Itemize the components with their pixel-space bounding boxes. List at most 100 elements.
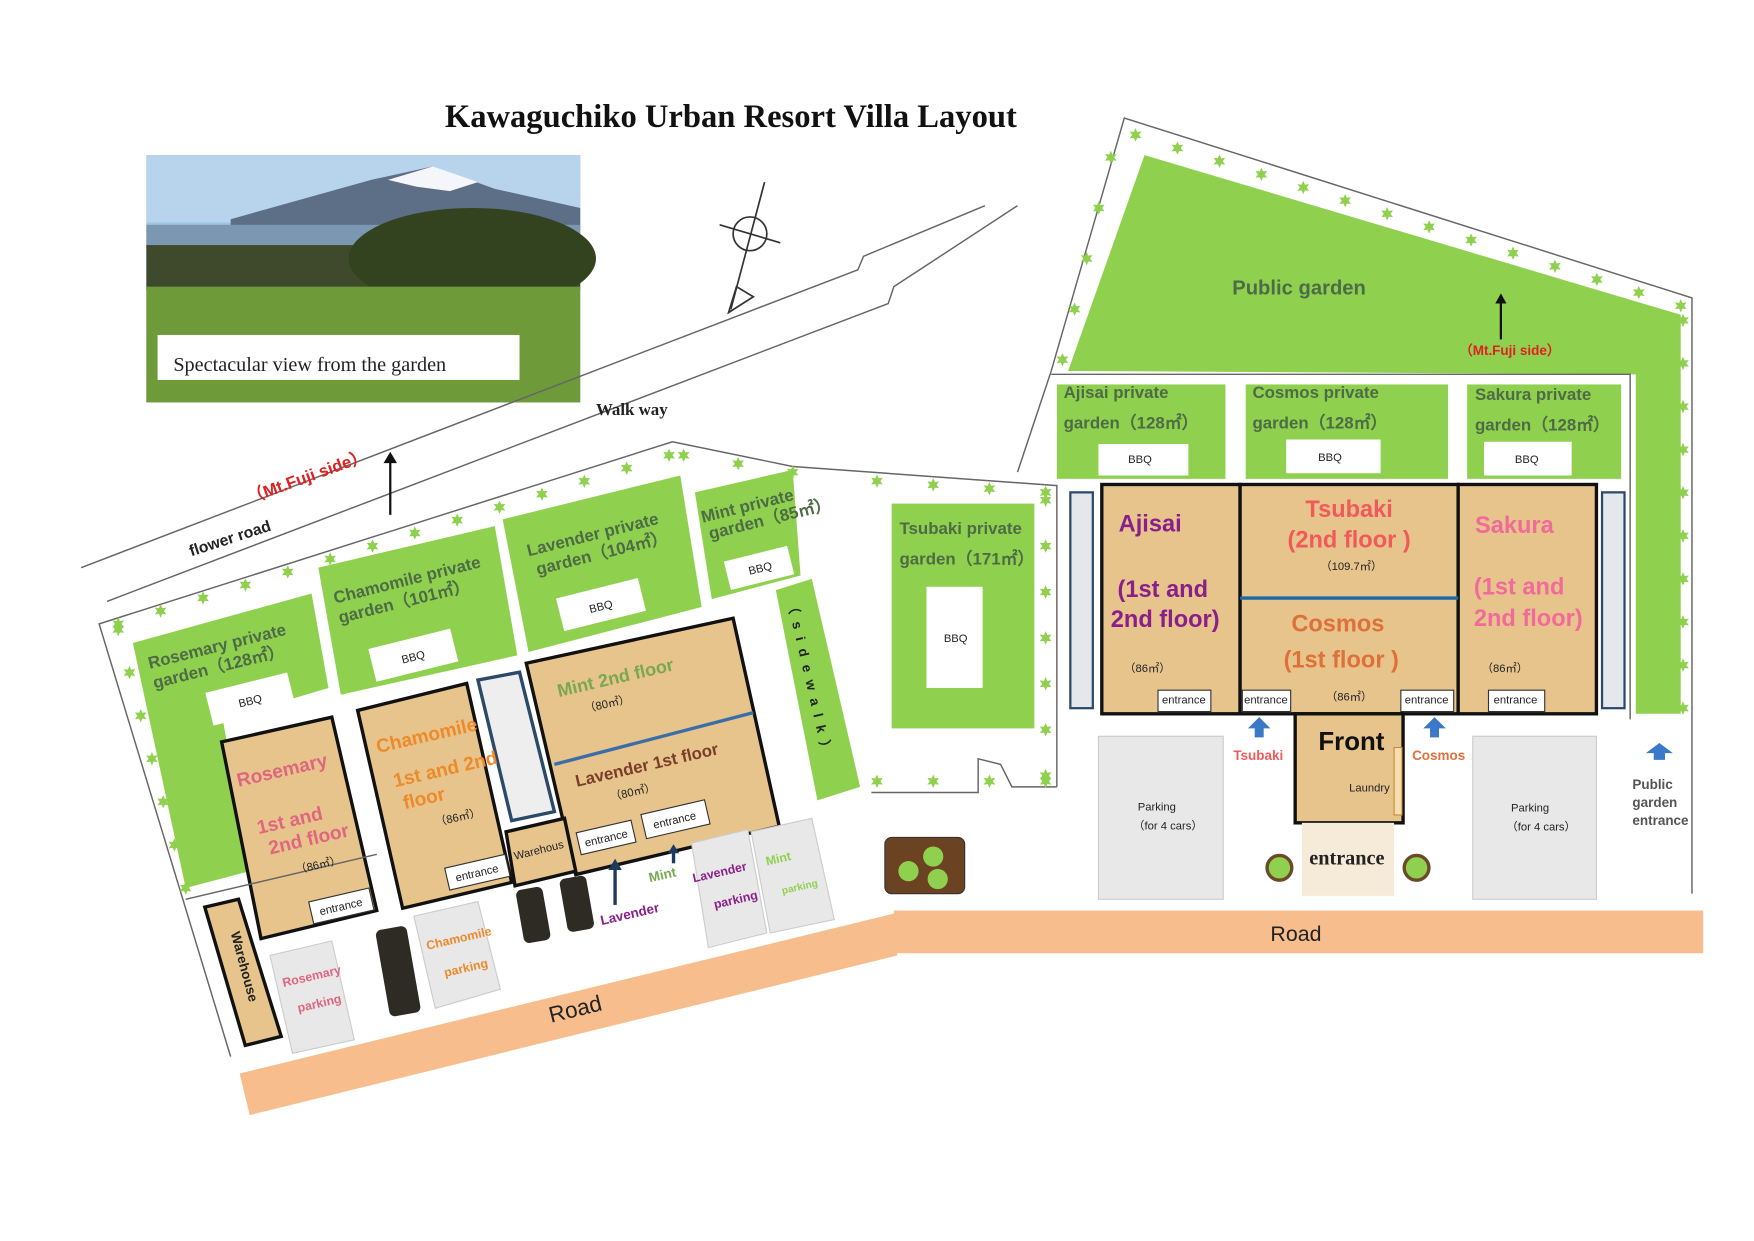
mint-arrow-label: Mint [647, 864, 678, 885]
planter [516, 886, 551, 944]
svg-text:Parking: Parking [1138, 801, 1176, 813]
bbq-area: BBQ [556, 578, 646, 632]
mt-fuji-side-label: （Mt.Fuji side） [244, 445, 370, 507]
svg-text:Sakura: Sakura [1475, 513, 1555, 539]
shrub-icon [983, 774, 996, 788]
tsubaki-entrance: entrance [1241, 689, 1292, 713]
shrub-icon [983, 481, 996, 496]
svg-text:Tsubaki private: Tsubaki private [899, 519, 1021, 538]
planter [559, 875, 594, 932]
compass-icon [719, 181, 781, 315]
lavender-arrow-label: Lavender [599, 900, 661, 928]
shrub-icon [1677, 442, 1689, 457]
shrub-icon [1092, 201, 1105, 215]
chamomile-garden [318, 526, 518, 695]
laundry-label: Laundry [1349, 782, 1390, 794]
shrub-icon [1677, 615, 1689, 629]
shrub-icon [1068, 302, 1081, 316]
ajisai-entrance: entrance [1157, 689, 1212, 713]
svg-text:Mint: Mint [764, 849, 792, 868]
cosmos-arrow-icon [1423, 717, 1446, 738]
shrub-icon [677, 448, 690, 463]
rosemary-parking [269, 940, 355, 1054]
hedge-shrubs [112, 128, 1689, 895]
shrub-icon [1039, 774, 1052, 788]
shrub-icon [1677, 356, 1689, 371]
cosmos-house-label: Cosmos (1st floor ) （86㎡） [1284, 612, 1399, 704]
shrub-icon [1039, 493, 1052, 507]
svg-text:（86㎡）: （86㎡） [1326, 690, 1372, 703]
storage-strip [475, 670, 557, 823]
road-right-label: Road [1270, 922, 1321, 946]
shrub-icon [1381, 207, 1393, 221]
shrub-icon [1674, 299, 1687, 313]
entrance-pad [1301, 822, 1395, 896]
svg-text:(1st and: (1st and [1118, 577, 1208, 603]
svg-text:BBQ: BBQ [1515, 454, 1539, 466]
shrub-icon [1507, 246, 1519, 260]
svg-text:（for 4 cars）: （for 4 cars） [1133, 820, 1202, 833]
front-desk [1293, 712, 1405, 825]
shrub-icon [1171, 141, 1184, 155]
shrub-icon [123, 665, 136, 680]
right-lot-boundary [1016, 117, 1693, 894]
mt-fuji-photo: Spectacular view from the garden [146, 155, 596, 403]
bbq-area: BBQ [368, 628, 459, 682]
svg-text:（86㎡）: （86㎡） [1124, 662, 1170, 675]
shrub-icon [112, 622, 125, 637]
mint-entrance: entrance [640, 799, 711, 840]
shrub-icon [732, 456, 745, 471]
svg-text:BBQ: BBQ [944, 633, 968, 645]
shrub-icon [1129, 128, 1142, 142]
shrub-icon [927, 478, 940, 492]
shrub-icon [1104, 150, 1117, 165]
shrub-icon [1677, 485, 1689, 500]
public-garden-label: Public garden [1232, 278, 1366, 300]
svg-text:Ajisai private: Ajisai private [1064, 383, 1169, 402]
shrub-icon [157, 795, 170, 809]
road-left [239, 912, 898, 1116]
planter [375, 926, 421, 1017]
shrub-icon [1039, 723, 1052, 737]
ajisai-house-label: Ajisai (1st and 2nd floor) （86㎡） [1111, 512, 1220, 676]
mint-parking [750, 817, 835, 934]
sidewalk [775, 578, 861, 801]
svg-text:Sakura private: Sakura private [1475, 385, 1591, 404]
tsubaki-garden-label: Tsubaki private garden（171㎡） [899, 519, 1034, 568]
shrub-icon [179, 881, 192, 895]
walkway-edge [106, 205, 1018, 603]
walkway-edge [80, 205, 986, 569]
svg-text:entrance: entrance [1162, 695, 1206, 707]
ajisai-house [1100, 482, 1242, 716]
shrub-icon [168, 838, 181, 852]
shrub-icon [1039, 677, 1052, 691]
shrub-icon [786, 465, 799, 479]
shrub-icon [1465, 233, 1477, 247]
floor-divider [553, 711, 754, 767]
storage-strip [1069, 491, 1094, 710]
shrub-icon [197, 591, 209, 605]
svg-text:Tsubaki: Tsubaki [1305, 497, 1392, 523]
svg-text:garden（171㎡）: garden（171㎡） [899, 548, 1034, 568]
svg-text:garden（128㎡）: garden（128㎡） [1064, 412, 1199, 432]
cosmos-arrow-label: Cosmos [1412, 748, 1465, 763]
svg-text:BBQ: BBQ [400, 649, 426, 666]
svg-text:entrance: entrance [1244, 695, 1288, 707]
svg-text:2nd floor): 2nd floor) [1111, 607, 1220, 633]
warehouse [202, 897, 284, 1048]
small-warehouse [504, 816, 578, 888]
bbq-area: BBQ [1286, 439, 1381, 474]
shrub-icon [871, 774, 883, 788]
photo-caption: Spectacular view from the garden [173, 354, 446, 376]
main-entrance-label: entrance [1309, 847, 1384, 869]
svg-text:Cosmos private: Cosmos private [1252, 383, 1378, 402]
shrub-icon [146, 752, 158, 766]
parking-left-label: Parking （for 4 cars） [1133, 801, 1202, 832]
cosmos-entrance: entrance [1400, 689, 1455, 713]
shrub-icon [1632, 285, 1645, 300]
chamomile-parking [413, 900, 502, 1010]
laundry [1393, 746, 1403, 816]
